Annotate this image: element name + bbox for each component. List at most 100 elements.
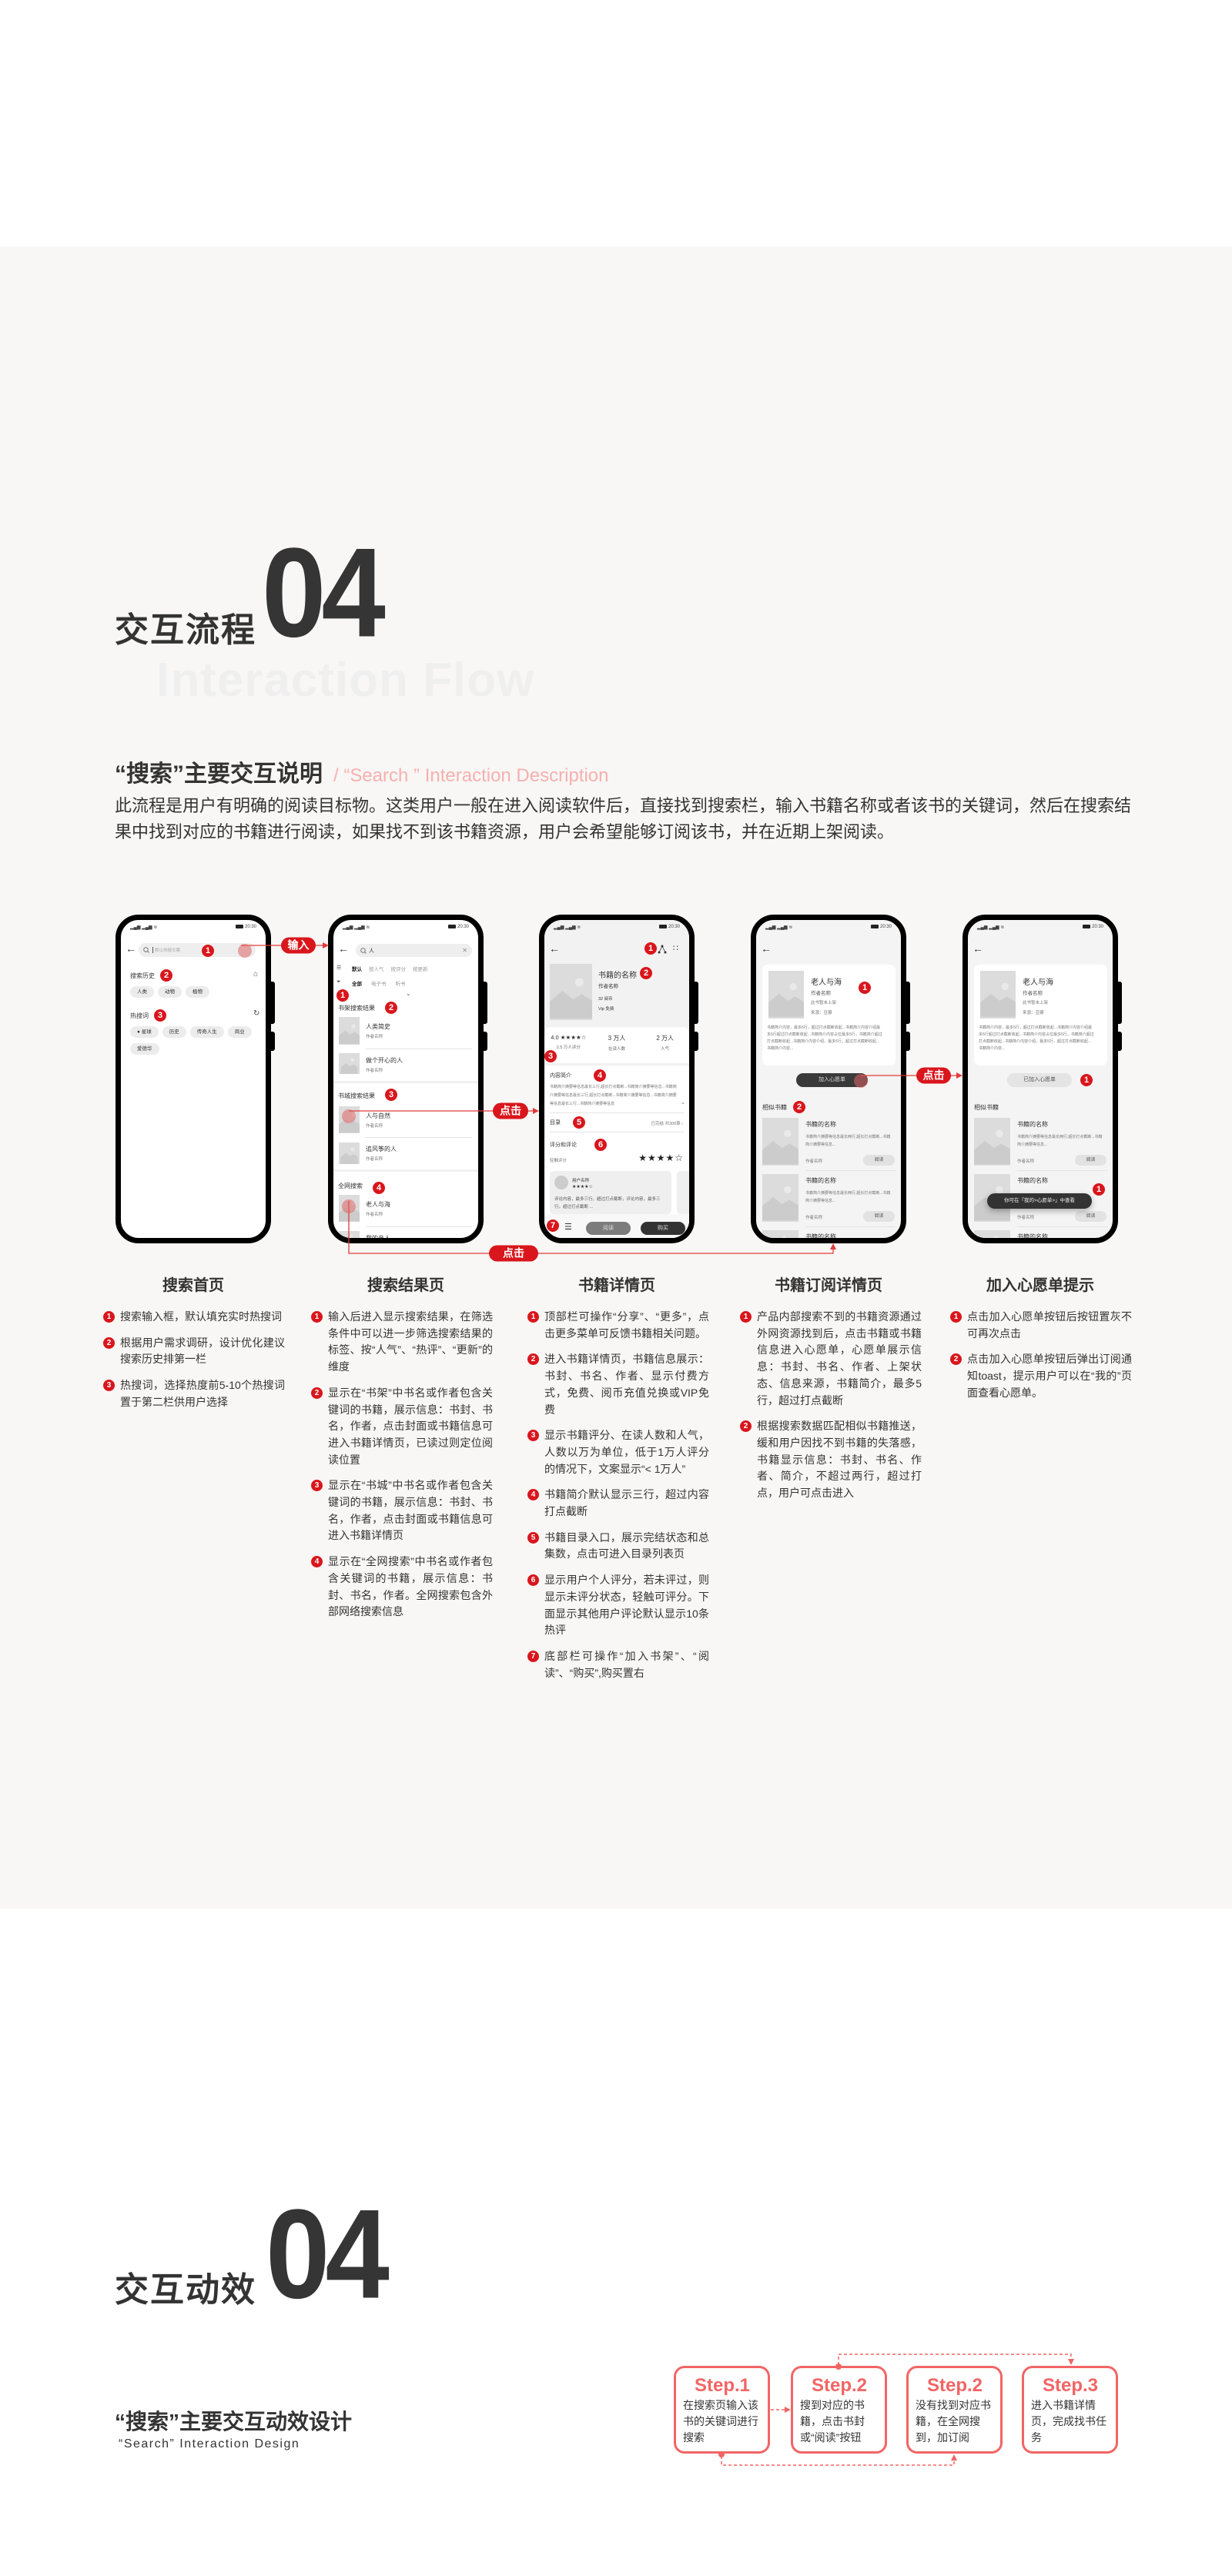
book-title[interactable]: 书籍的名称 — [1017, 1177, 1048, 1184]
sort-tab[interactable]: 按评分 — [390, 967, 407, 972]
sort-tab[interactable]: 按更新 — [413, 967, 428, 972]
book-cover[interactable] — [339, 1053, 360, 1074]
toc-status[interactable]: 已完结 共300章 › — [651, 1122, 683, 1126]
book-title[interactable]: 书籍的名称 — [805, 1121, 836, 1128]
stat-value: 3 万人 — [608, 1035, 626, 1042]
expand-chevron-icon[interactable]: ⌄ — [681, 1100, 685, 1106]
section-divider — [333, 1169, 478, 1172]
book-cover[interactable] — [974, 1230, 1010, 1238]
search-icon — [360, 947, 367, 954]
add-to-shelf-icon[interactable]: ☰ — [564, 1223, 572, 1232]
arrow-head — [785, 2407, 791, 2413]
clear-history-icon[interactable]: ⌂ — [253, 970, 259, 979]
book-title[interactable]: 书籍的名称 — [805, 1177, 836, 1184]
book-author: 作者名称 — [805, 1159, 823, 1164]
type-tab[interactable]: 全部 — [352, 982, 362, 987]
book-title[interactable]: 书籍的名称 — [1017, 1121, 1048, 1128]
book-cover[interactable] — [339, 1017, 360, 1045]
section-divider — [544, 1063, 689, 1066]
battery-icon — [447, 925, 456, 928]
subtitle: “搜索”主要交互说明/ “Search ” Interaction Descri… — [115, 754, 608, 788]
sort-tab[interactable]: 按人气 — [369, 967, 384, 972]
book-title[interactable]: 做个开心的人 — [366, 1057, 403, 1064]
phone-side-button — [484, 982, 487, 1024]
back-arrow-icon[interactable]: ← — [973, 942, 983, 955]
annotation-marker: 4 — [373, 1182, 385, 1194]
read-button[interactable]: 阅读 — [1075, 1155, 1106, 1166]
search-input[interactable]: 默认热搜文案 — [139, 943, 256, 957]
phone-side-button — [1118, 982, 1122, 1024]
back-arrow-icon[interactable]: ← — [338, 942, 349, 955]
phone-book-detail: ▂▄▆ ▂▄▆ ≋20:30 ← 1 ∷ 2 书籍的名称 作者名称 32 阅币 … — [539, 915, 695, 1243]
expand-chevron-icon[interactable]: ⌄ — [406, 990, 411, 997]
desc-text: 输入后进入显示搜索结果，在筛选条件中可以进一步筛选搜索结果的标签、按“人气”、“… — [328, 1310, 493, 1373]
book-cover[interactable] — [974, 1118, 1010, 1166]
read-button[interactable]: 阅读 — [863, 1155, 895, 1166]
book-author: 作者名称 — [1017, 1159, 1035, 1164]
toc-label[interactable]: 目录 — [550, 1120, 561, 1126]
share-icon[interactable] — [658, 945, 667, 954]
history-chip[interactable]: 植物 — [186, 986, 209, 998]
book-title: 老人与海 — [1023, 979, 1053, 987]
rating-stars[interactable]: ★★★★☆ — [638, 1153, 684, 1163]
desc-text: 根据用户需求调研，设计优化建议搜索历史排第一栏 — [120, 1336, 285, 1366]
stat-popularity: 2 万人人气 — [641, 1034, 689, 1052]
hot-chip[interactable]: ● 星球 — [130, 1026, 159, 1038]
book-title[interactable]: 书籍的名称 — [1017, 1233, 1048, 1240]
back-arrow-icon[interactable]: ← — [761, 942, 772, 955]
phone-side-button — [906, 982, 910, 1024]
history-chip[interactable]: 动物 — [158, 986, 182, 998]
back-arrow-icon[interactable]: ← — [549, 942, 560, 955]
book-cover[interactable] — [762, 1118, 798, 1166]
section-ghost-title: Interaction Flow — [156, 654, 535, 707]
read-button[interactable]: 阅读 — [1075, 1211, 1106, 1222]
book-cover[interactable] — [339, 1231, 360, 1238]
desc-text: 进入书籍详情页，书籍信息展示：书封、书名、作者、显示付费方式，免费、阅币充值兑换… — [544, 1353, 709, 1416]
type-tab[interactable]: 电子书 — [371, 982, 387, 987]
hot-chip[interactable]: 传奇人生 — [189, 1026, 224, 1038]
book-title[interactable]: 书籍的名称 — [805, 1233, 836, 1240]
type-tab[interactable]: 听书 — [395, 982, 406, 987]
read-button[interactable]: 阅读 — [863, 1211, 895, 1222]
book-title[interactable]: 老人与海 — [366, 1201, 390, 1208]
annotation-marker: 2 — [640, 967, 652, 979]
section-divider — [333, 1081, 478, 1083]
book-cover[interactable] — [762, 1230, 798, 1238]
history-chip[interactable]: 人类 — [130, 986, 154, 998]
more-icon[interactable]: ∷ — [673, 944, 678, 953]
hot-chip[interactable]: 历史 — [162, 1026, 186, 1038]
book-title[interactable]: 追风筝的人 — [366, 1146, 397, 1153]
clear-icon[interactable]: ✕ — [462, 947, 467, 954]
status-bar: ▂▄▆ ▂▄▆ ≋20:30 — [765, 925, 892, 932]
hot-chips: ● 星球历史传奇人生商业爱德华 — [130, 1026, 266, 1060]
read-button[interactable]: 阅读 — [586, 1222, 631, 1235]
add-wishlist-button[interactable]: 加入心愿单 — [796, 1073, 868, 1087]
search-query: 人 — [369, 948, 374, 954]
hot-chip[interactable]: 爱德华 — [130, 1043, 159, 1055]
search-input[interactable]: 人 ✕ — [356, 944, 472, 957]
annotation-marker: 2 — [793, 1101, 805, 1113]
buy-button[interactable]: 购买 — [641, 1222, 685, 1235]
book-title[interactable]: 人与自然 — [366, 1112, 390, 1119]
refresh-icon[interactable]: ↻ — [253, 1009, 260, 1018]
divider — [1017, 1170, 1107, 1171]
book-cover[interactable] — [339, 1142, 360, 1164]
book-cover[interactable] — [762, 1174, 798, 1222]
hot-chip[interactable]: 商业 — [227, 1026, 252, 1038]
click-tag: 点击 — [493, 1102, 528, 1119]
web-title: 全网搜索 — [338, 1183, 363, 1189]
sort-tab[interactable]: 默认 — [352, 967, 362, 972]
back-arrow-icon[interactable]: ← — [126, 942, 136, 955]
book-title[interactable]: 我的亲人 — [366, 1235, 390, 1242]
book-desc: 书籍简介摘要等信息最长两行,超长打点截断...书籍简介摘要等信息... — [805, 1191, 891, 1203]
section-number: 04 — [266, 2182, 390, 2325]
book-title[interactable]: 人类简史 — [366, 1023, 390, 1030]
